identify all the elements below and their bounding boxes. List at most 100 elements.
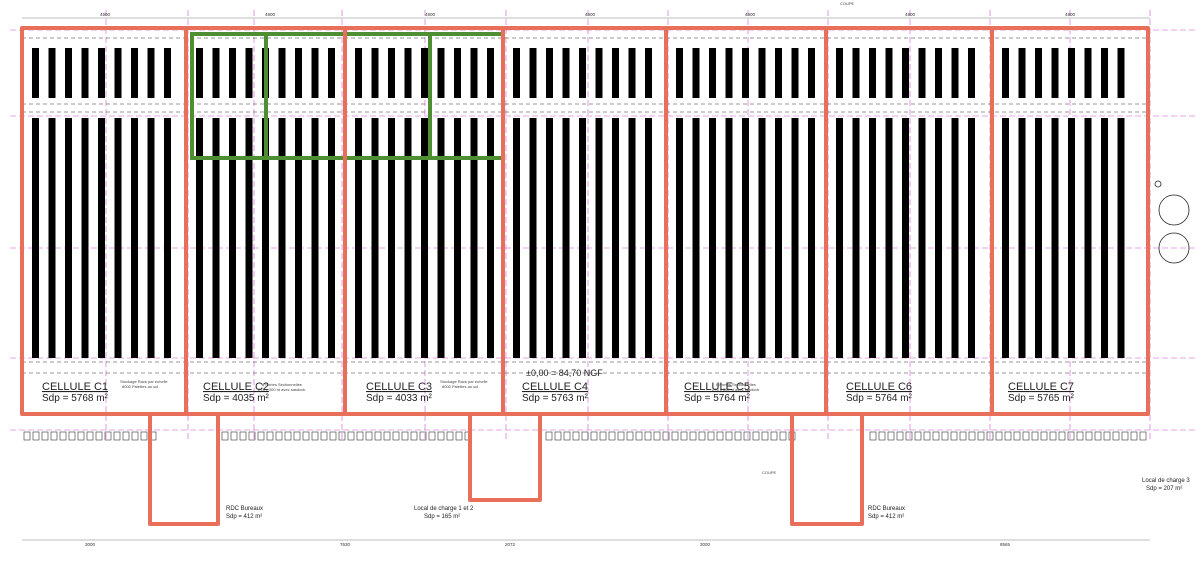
dock-door	[221, 431, 229, 441]
dock-door	[284, 431, 292, 441]
dock-door	[1130, 431, 1138, 441]
dock-door	[1013, 431, 1021, 441]
dock-door	[608, 431, 616, 441]
cell-c5-sdp: Sdp = 5764 m²	[684, 393, 751, 404]
rack	[355, 118, 362, 358]
dock-door	[698, 431, 706, 441]
dock-door	[410, 431, 418, 441]
dock-door	[266, 431, 274, 441]
rack	[791, 48, 799, 98]
cell-c3-label: CELLULE C3	[366, 381, 432, 393]
dock-door	[878, 431, 886, 441]
rack	[918, 48, 926, 98]
rack	[328, 48, 335, 98]
dock-door	[122, 431, 130, 441]
cell-c1-label: CELLULE C1	[42, 381, 108, 393]
rack	[725, 48, 733, 98]
rack	[32, 118, 39, 358]
annex-2-sdp: Sdp = 165 m²	[424, 514, 460, 520]
rack	[869, 48, 876, 98]
storage-pallets-c1: 8000 Palettes au sol	[122, 384, 158, 389]
rack	[48, 118, 56, 358]
rack	[421, 48, 428, 98]
bottom-dimension: 3000	[700, 542, 711, 547]
cell-c7-sdp: Sdp = 5765 m²	[1008, 393, 1075, 404]
dock-door	[977, 431, 985, 441]
dock-door	[383, 431, 391, 441]
dock-door	[644, 431, 652, 441]
dock-door	[95, 431, 103, 441]
dock-door	[923, 431, 931, 441]
rack	[245, 118, 253, 358]
rack	[114, 48, 122, 98]
dock-door	[914, 431, 922, 441]
dock-door	[572, 431, 580, 441]
dock-door	[257, 431, 265, 441]
dock-door	[896, 431, 904, 441]
rack	[546, 48, 553, 98]
dock-door	[905, 431, 913, 441]
side-tanks	[1154, 180, 1190, 264]
rack	[1002, 118, 1009, 358]
dock-door	[1139, 431, 1147, 441]
rack	[968, 118, 975, 358]
rack	[114, 118, 122, 358]
rack	[355, 48, 362, 98]
dock-door	[1103, 431, 1111, 441]
rack	[295, 48, 302, 98]
rack	[229, 48, 236, 98]
rack	[65, 118, 72, 358]
dock-door	[950, 431, 958, 441]
dock-door	[590, 431, 598, 441]
cell-c2-sdp: Sdp = 4035 m²	[203, 393, 270, 404]
dock-door	[1022, 431, 1030, 441]
dock-door	[779, 431, 787, 441]
rack	[645, 118, 652, 358]
dock-door	[986, 431, 994, 441]
rack	[212, 118, 220, 358]
annex-4-name: Local de charge 3	[1142, 478, 1190, 484]
rack	[81, 48, 89, 98]
rack	[262, 118, 269, 358]
dock-door	[446, 431, 454, 441]
rack	[454, 48, 461, 98]
dock-door	[689, 431, 697, 441]
rack	[742, 48, 749, 98]
storage-note-c1: Stockage Rack par échelle	[120, 379, 168, 384]
dock-door	[68, 431, 76, 441]
rack	[758, 118, 766, 358]
annex-1-name: RDC Bureaux	[226, 506, 263, 512]
rack	[836, 118, 843, 358]
rack	[295, 118, 302, 358]
rack	[1101, 118, 1108, 358]
cell-labels: CELLULE C1 Sdp = 5768 m² CELLULE C2 Sdp …	[42, 368, 1075, 404]
dock-door	[680, 431, 688, 441]
dock-door	[941, 431, 949, 441]
rack	[487, 118, 494, 358]
rack	[918, 118, 926, 358]
dock-notes: 8 Portes Sectionnelles 275 x 300 ht avec…	[120, 379, 759, 392]
rack	[852, 48, 860, 98]
annex-3-sdp: Sdp = 412 m²	[868, 514, 904, 520]
dock-door	[239, 431, 247, 441]
cell-c6-sdp: Sdp = 5764 m²	[846, 393, 913, 404]
dock-door	[617, 431, 625, 441]
rack	[1101, 48, 1108, 98]
rack	[371, 48, 379, 98]
rack	[808, 118, 815, 358]
dock-door	[338, 431, 346, 441]
rack	[196, 48, 203, 98]
bottom-dimension: 2072	[505, 542, 516, 547]
dock-door	[1112, 431, 1120, 441]
rack	[470, 118, 478, 358]
rack	[131, 48, 138, 98]
dock-door	[968, 431, 976, 441]
rack	[454, 118, 461, 358]
dock-note-sub-c5: 275 x 300 ht avec sasdock	[712, 387, 759, 392]
rack	[1068, 118, 1075, 358]
rack	[709, 48, 716, 98]
dock-door	[887, 431, 895, 441]
dock-note-c5: 8 Portes Sectionnelles	[716, 382, 756, 387]
rack	[421, 118, 428, 358]
